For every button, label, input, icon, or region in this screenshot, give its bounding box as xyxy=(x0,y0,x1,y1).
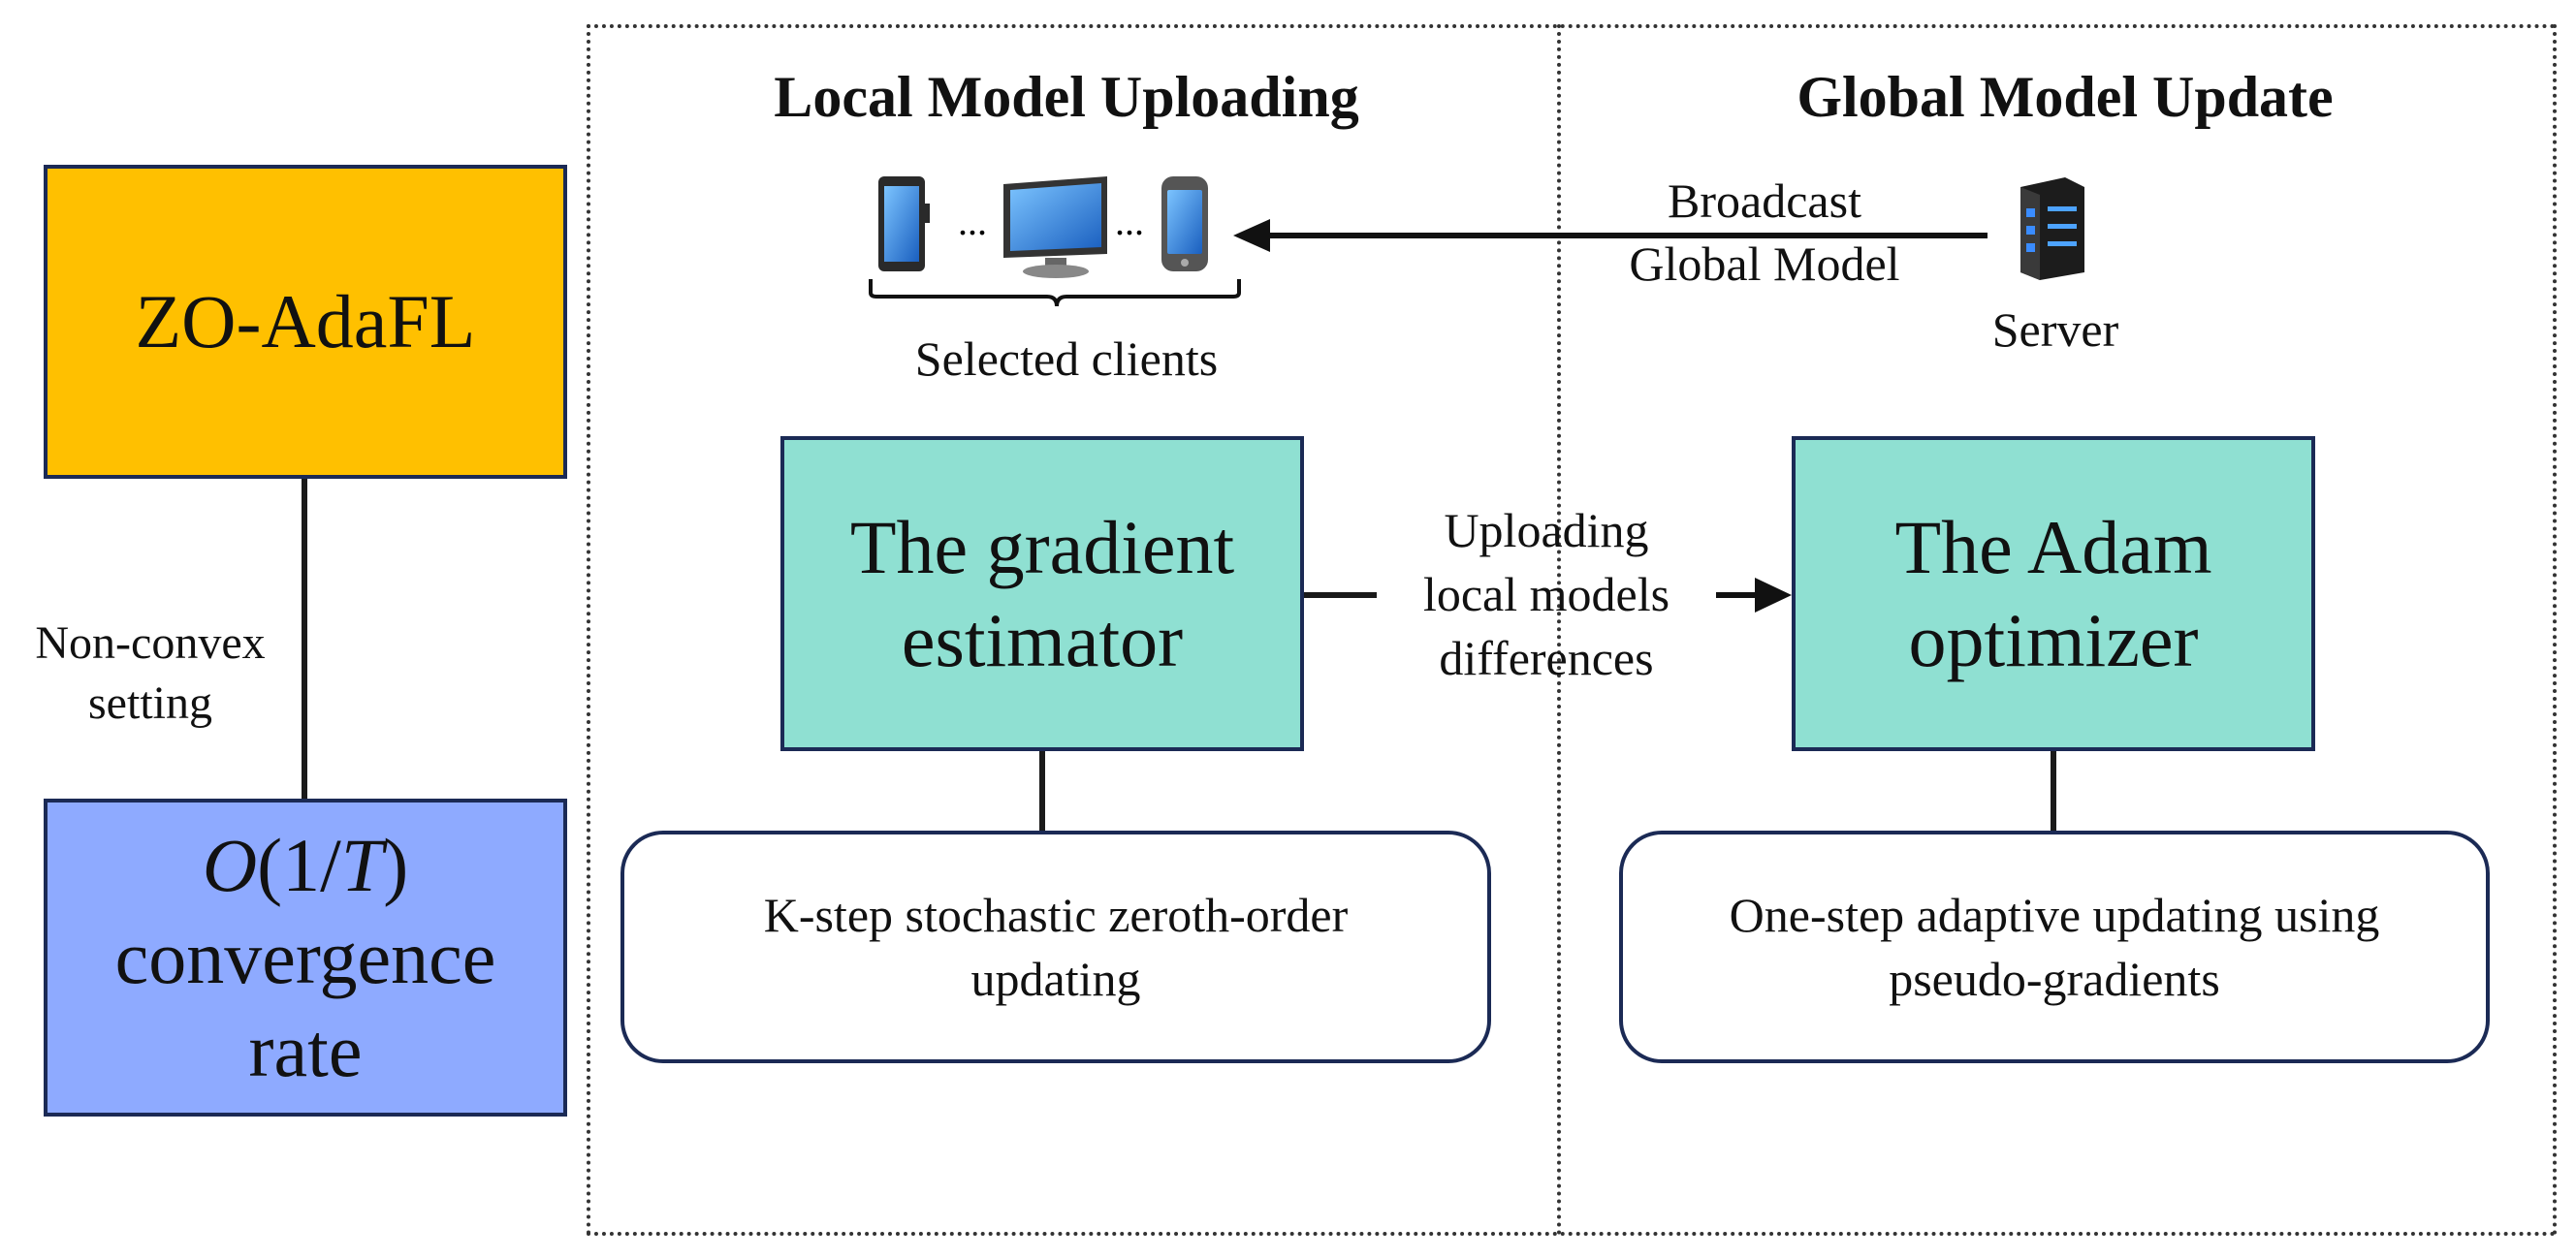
optimizer-connector xyxy=(2051,751,2056,833)
framework-panel xyxy=(587,24,2557,1236)
local-model-uploading-title: Local Model Uploading xyxy=(774,64,1359,129)
panel-divider xyxy=(1557,24,1561,1236)
global-model-line: Global Model xyxy=(1629,236,1900,291)
t-symbol: T xyxy=(340,823,384,908)
formula-open: (1/ xyxy=(257,823,341,908)
broadcast-arrow xyxy=(1233,219,1988,252)
one-step-line1: One-step adaptive updating using xyxy=(1729,888,2380,942)
optimizer-line2: optimizer xyxy=(1908,597,2199,682)
one-step-box: One-step adaptive updating using pseudo-… xyxy=(1619,831,2490,1063)
big-o-symbol: O xyxy=(202,823,258,908)
k-step-line1: K-step stochastic zeroth-order xyxy=(763,888,1349,942)
k-step-box: K-step stochastic zeroth-order updating xyxy=(620,831,1491,1063)
estimator-connector xyxy=(1039,751,1045,833)
zo-adafl-box: ZO-AdaFL xyxy=(44,165,567,479)
tablet-icon xyxy=(878,176,930,271)
monitor-icon xyxy=(1003,176,1107,278)
optimizer-line1: The Adam xyxy=(1894,505,2212,590)
convergence-rate-box: O(1/T) convergence rate xyxy=(44,799,567,1117)
gradient-estimator-box: The gradient estimator xyxy=(780,436,1304,751)
uploading-line: Uploading xyxy=(1444,503,1649,557)
non-convex-setting-label: Non-convex setting xyxy=(0,601,301,746)
convergence-line: convergence xyxy=(114,915,496,1000)
broadcast-label: Broadcast Global Model xyxy=(1571,165,1958,300)
one-step-line2: pseudo-gradients xyxy=(1889,952,2220,1006)
ellipsis-1: ... xyxy=(958,200,987,243)
adam-optimizer-box: The Adam optimizer xyxy=(1792,436,2315,751)
k-step-line2: updating xyxy=(970,952,1141,1006)
clients-brace xyxy=(869,279,1241,307)
setting-line: setting xyxy=(88,677,212,729)
convergence-formula: O(1/T) xyxy=(203,819,408,911)
method-to-rate-connector xyxy=(302,479,307,799)
ellipsis-2: ... xyxy=(1115,200,1144,243)
non-convex-line: Non-convex xyxy=(35,616,266,669)
server-label: Server xyxy=(1991,302,2119,357)
rate-line: rate xyxy=(248,1007,363,1092)
zo-adafl-label: ZO-AdaFL xyxy=(135,279,476,364)
upload-line-left xyxy=(1304,592,1377,598)
local-models-line: local models xyxy=(1422,567,1670,621)
selected-clients-graphic: ... ... xyxy=(869,176,1241,307)
broadcast-line: Broadcast xyxy=(1668,173,1861,228)
upload-arrowhead xyxy=(1716,578,1792,613)
selected-clients-label: Selected clients xyxy=(914,331,1219,386)
server-icon xyxy=(2020,177,2084,280)
estimator-line2: estimator xyxy=(901,597,1184,682)
formula-close: ) xyxy=(383,823,409,908)
global-model-update-title: Global Model Update xyxy=(1797,64,2334,129)
upload-label: Uploading local models differences xyxy=(1377,492,1716,696)
phone-icon xyxy=(1161,176,1208,271)
estimator-line1: The gradient xyxy=(849,505,1235,590)
differences-line: differences xyxy=(1439,631,1654,685)
